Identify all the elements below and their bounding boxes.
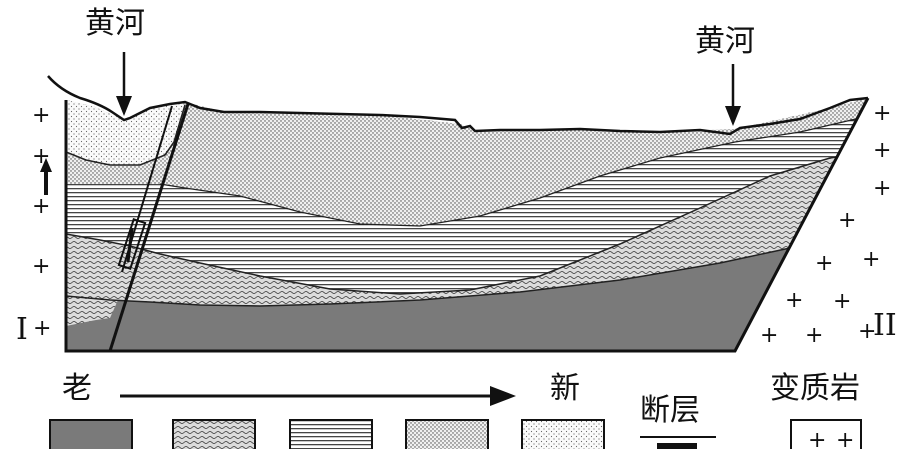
fault-lines [108,103,190,352]
plus-mark: + [815,251,833,276]
plus-mark: + [862,247,880,272]
section-outline [64,97,870,353]
legend-swatch-dense-dots [405,419,489,449]
block-label-right: II [873,308,897,343]
uplift-arrow-icon [40,158,52,195]
fault-symbol-icon [640,436,716,449]
legend-swatch-lines [289,419,373,449]
stratum-fine-dots [66,98,190,165]
plus-mark: + [33,316,51,341]
right-metamorphic-marks: + + + + + + + + + + + [760,101,891,348]
legend-old-label: 老 [62,371,92,406]
plus-mark: + [836,428,854,449]
legend-new-label: 新 [550,371,580,406]
plus-mark: + [32,254,50,279]
plus-mark: + [805,323,823,348]
plus-mark: + [32,144,50,169]
plus-mark: + [858,319,876,344]
river-label-left: 黄河 [85,6,145,41]
ground-surface [47,75,869,136]
plus-mark: + [32,103,50,128]
cross-section-body [66,98,868,351]
block-label-left: I [16,312,28,347]
age-arrow-icon [120,386,516,406]
plus-mark: + [838,208,856,233]
left-metamorphic-marks: + + + + + [32,103,51,341]
plus-mark: + [32,194,50,219]
legend-fault-label: 断层 [640,393,700,428]
plus-mark: + [760,323,778,348]
river-arrow-right-icon [725,64,741,126]
legend-swatch-wavy [172,419,256,449]
metamorphic-symbol-icon: + + [790,419,862,449]
legend-swatch-dark [49,419,133,449]
plus-mark: + [808,428,826,449]
legend-swatch-fine-dots [521,419,605,449]
plus-mark: + [873,138,891,163]
plus-mark: + [873,176,891,201]
plus-mark: + [833,289,851,314]
plus-mark: + [785,288,803,313]
fault-block-wavy [66,282,118,326]
river-arrow-left-icon [116,52,132,116]
legend-metamorphic-label: 变质岩 [770,371,860,406]
river-label-right: 黄河 [695,24,755,59]
plus-mark: + [873,101,891,126]
